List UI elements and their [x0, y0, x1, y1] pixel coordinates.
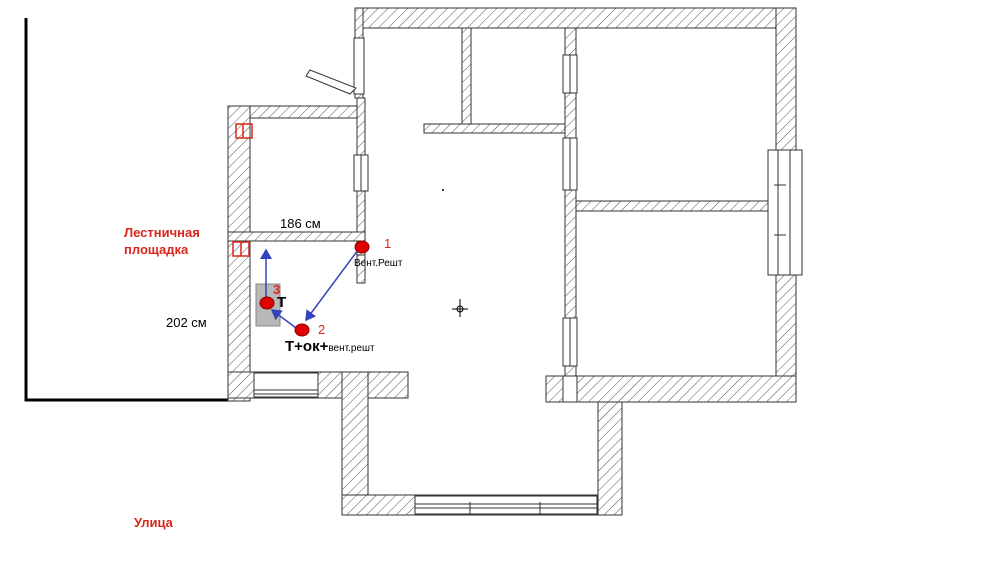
point-3 — [259, 296, 275, 310]
walls — [227, 7, 797, 516]
point-3-caption: Т — [277, 294, 287, 311]
flow-arrows — [260, 248, 359, 329]
dot-marker — [442, 189, 444, 191]
point-1 — [354, 240, 370, 254]
site-boundary-line — [24, 18, 228, 402]
point-2-number: 2 — [318, 322, 326, 337]
window-bottom-left — [253, 372, 319, 398]
point-1-number: 1 — [384, 236, 392, 251]
vent-markers — [232, 123, 253, 257]
point-2-caption: Т+ок+вент.решт — [285, 338, 375, 356]
doors — [305, 37, 578, 403]
point-1-caption: Вент.Решт — [354, 258, 403, 269]
point-2-caption-small: вент.решт — [328, 343, 375, 354]
stairwell-label: Лестничная площадка — [124, 224, 200, 258]
marker-points — [259, 240, 370, 337]
point-2 — [294, 323, 310, 337]
point-3-number: 3 — [273, 282, 281, 297]
vent-duct — [356, 254, 366, 284]
center-marker — [452, 299, 468, 317]
point-2-caption-bold: Т+ок+ — [285, 338, 329, 355]
dimension-width: 186 см — [280, 216, 321, 231]
stairwell-label-line2: площадка — [124, 242, 189, 257]
street-label: Улица — [134, 515, 173, 530]
dimension-height: 202 см — [166, 315, 207, 330]
window-bottom — [414, 495, 598, 515]
stairwell-label-line1: Лестничная — [124, 225, 200, 240]
window-right — [767, 149, 803, 276]
